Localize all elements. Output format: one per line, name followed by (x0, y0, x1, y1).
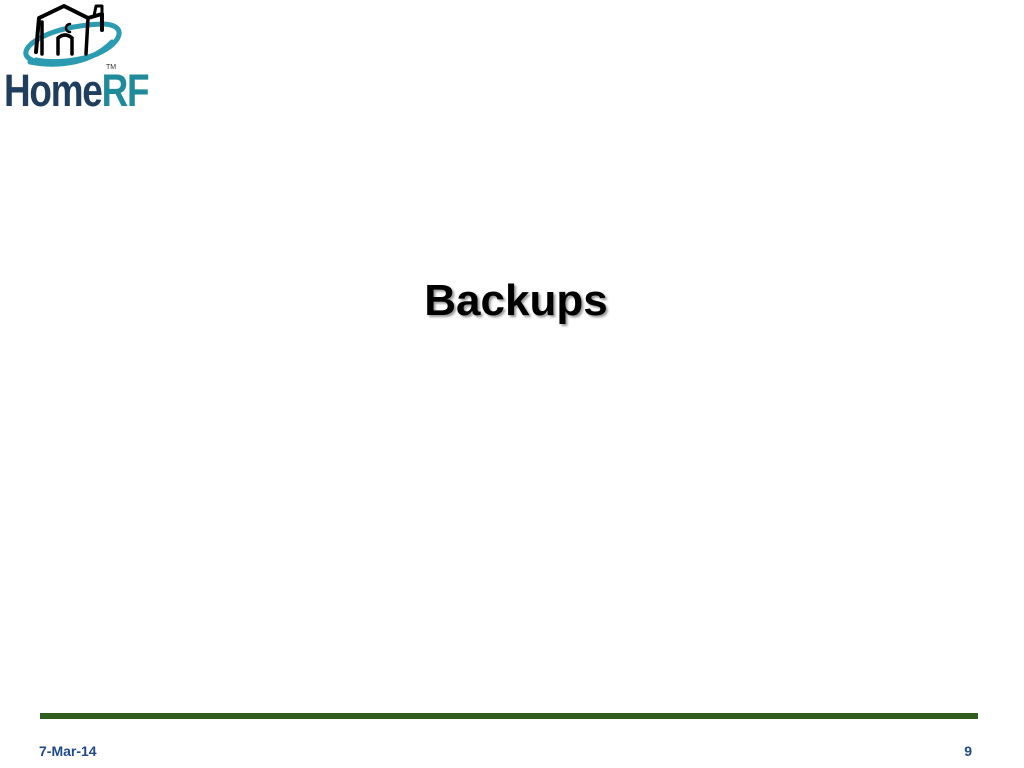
homerf-logo: HomeRF TM (2, 2, 154, 120)
footer-date: 7-Mar-14 (39, 743, 97, 759)
footer-divider (40, 713, 978, 719)
footer-page-number: 9 (964, 743, 972, 759)
logo-trademark: TM (106, 64, 117, 71)
house-icon (23, 4, 122, 67)
logo-word-rf: RF (101, 65, 150, 116)
logo-wordmark: HomeRF (4, 65, 150, 116)
logo-word-home: Home (4, 65, 103, 116)
slide-title: Backups (424, 276, 608, 325)
